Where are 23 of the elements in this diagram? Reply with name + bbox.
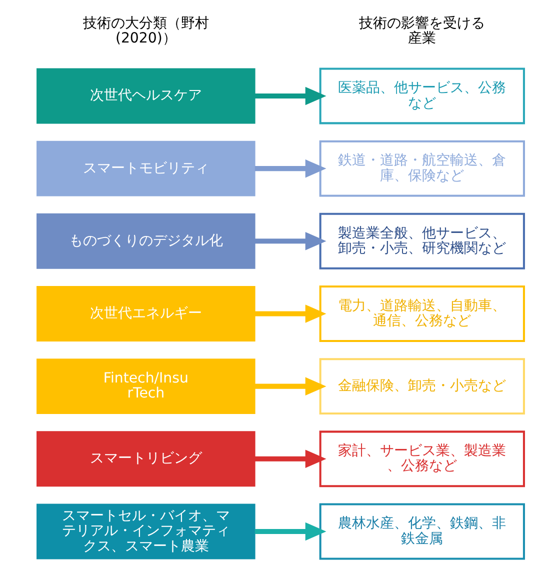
node-box: 鉄道・道路・航空輸送、倉庫、保険など [318, 140, 524, 197]
node-box: 次世代エネルギー [36, 286, 255, 342]
node-box: 電力、道路輸送、自動車、通信、公務など [318, 286, 524, 342]
node-box: 家計、サービス業、製造業、公務など [318, 430, 524, 488]
label: 技術の大分類（野村(2020)） [82, 16, 208, 47]
arrow [254, 377, 326, 396]
arrow [254, 450, 326, 468]
node-box: スマートモビリティ [36, 140, 255, 196]
node-box: Fintech/InsurTech [36, 358, 255, 414]
node-box: 農林水産、化学、鉄鋼、非鉄金属 [318, 503, 524, 560]
node-box: 金融保険、卸売・小売など [318, 358, 524, 415]
arrow [254, 522, 326, 541]
arrow [254, 86, 326, 106]
arrow [254, 232, 326, 250]
node-box: 医薬品、他サービス、公務など [318, 68, 524, 124]
node-box: ものづくりのデジタル化 [36, 213, 255, 269]
node-box: スマートセル・バイオ、マテリアル・インフォマティクス、スマート農業 [36, 504, 255, 560]
label: 技術の影響を受ける産業 [358, 16, 485, 47]
arrow [254, 159, 326, 178]
arrow [254, 304, 326, 323]
node-box: 次世代ヘルスケア [36, 68, 255, 124]
node-box: スマートリビング [36, 431, 255, 487]
node-box: 製造業全般、他サービス、卸売・小売、研究機関など [318, 212, 524, 270]
